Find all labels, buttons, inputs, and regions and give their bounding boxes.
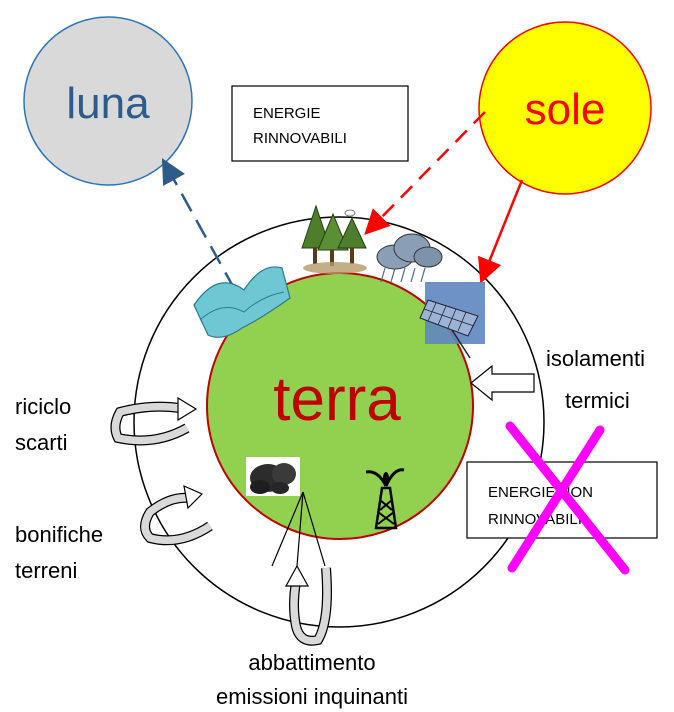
remediation-arrow [140, 484, 213, 546]
moon-label: luna [66, 79, 150, 128]
sun-circle [478, 21, 652, 195]
sun-to-forest-arrow [364, 111, 486, 235]
recycling-line1: riciclo [15, 394, 71, 419]
remediation-line1: bonifiche [15, 522, 103, 547]
remediation-line2: terreni [15, 558, 77, 583]
forest-icon [301, 204, 367, 274]
earth-label: terra [273, 365, 401, 434]
wave-icon [193, 266, 291, 338]
renewables-line1: ENERGIE [253, 105, 321, 122]
renewables-line2: RINNOVABILI [253, 130, 347, 147]
insulation-arrow [470, 364, 535, 402]
wave-to-moon-arrow [161, 158, 237, 291]
moon-circle [23, 16, 193, 186]
nonrenewables-box [466, 461, 658, 539]
nonrenewables-line1: ENERGIE NON [488, 484, 593, 501]
insulation-line1: isolamenti [546, 346, 645, 371]
nonrenewables-line2: RINNOVABILI [488, 511, 582, 528]
renewables-box [231, 85, 409, 162]
cross-mark [505, 421, 630, 575]
sun-to-panel-arrow [478, 179, 524, 284]
recycling-arrow [110, 396, 198, 446]
raincloud-icon [376, 233, 443, 283]
insulation-line2: termici [565, 388, 630, 413]
emission-reduction-arrow [284, 564, 332, 646]
sun-label: sole [525, 85, 606, 134]
emissions-line1: abbattimento [248, 650, 375, 675]
recycling-line2: scarti [15, 430, 68, 455]
solar-panel-icon [419, 282, 485, 359]
oil-well-icon [365, 468, 405, 530]
emissions-line2: emissioni inquinanti [216, 684, 408, 709]
coal-icon [246, 457, 300, 496]
emission-lines [271, 491, 326, 567]
